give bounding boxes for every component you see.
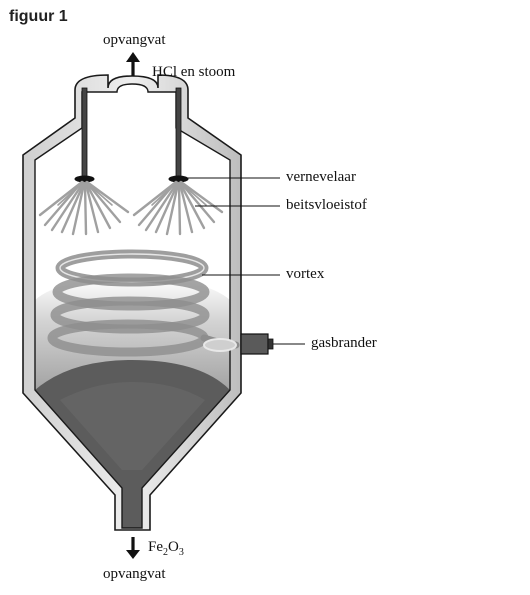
- top-vessel-label: opvangvat: [103, 32, 166, 48]
- pickling-liquid-label: beitsvloeistof: [286, 197, 367, 213]
- bottom-output-arrow-head: [126, 550, 140, 559]
- burner-label: gasbrander: [311, 335, 377, 351]
- gas-burner: [240, 333, 269, 355]
- vortex-spiral: [47, 249, 240, 357]
- right-spray-cone: [132, 180, 224, 236]
- bottom-output-label: Fe2O3: [148, 539, 184, 558]
- figure-title: figuur 1: [9, 8, 68, 25]
- right-sprayer-pipe: [175, 87, 182, 179]
- vortex-label: vortex: [286, 266, 325, 282]
- left-sprayer-pipe: [81, 87, 88, 179]
- top-output-arrow-head: [126, 52, 140, 62]
- bottom-vessel-label: opvangvat: [103, 566, 166, 582]
- left-sprayer-nozzle: [74, 175, 95, 183]
- right-sprayer-nozzle: [168, 175, 189, 183]
- left-spray-cone: [38, 180, 130, 236]
- top-output-label: HCl en stoom: [152, 64, 236, 80]
- sprayer-label: vernevelaar: [286, 169, 356, 185]
